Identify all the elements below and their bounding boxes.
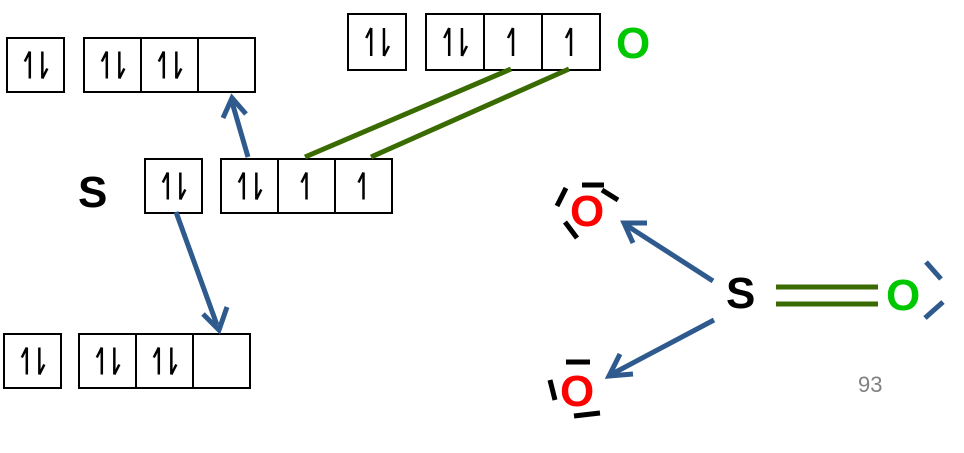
orbital-box-p [483, 13, 543, 71]
orbital-boxes-oxygen [347, 13, 601, 71]
promotion-arrow-down-head [201, 306, 230, 335]
orbital-box-p [140, 37, 199, 93]
orbital-box-s [347, 13, 407, 71]
orbital-boxes-lower-left [3, 333, 251, 389]
structure-oxygen-upper: O [570, 187, 605, 236]
orbital-box-p [277, 158, 336, 214]
orbital-box-p [541, 13, 601, 71]
structure-arrow-lower [610, 317, 716, 377]
orbital-box-p [197, 37, 256, 93]
orbital-box-s [6, 37, 65, 93]
lone-pairs-upper-oxygen [554, 182, 620, 240]
structure-sulfur: S [726, 269, 756, 318]
orbital-boxes-upper-left [6, 37, 256, 93]
orbital-box-s [144, 158, 203, 214]
lone-pairs-lower-oxygen [547, 359, 601, 419]
structure-oxygen-lower: O [560, 367, 595, 416]
orbital-box-p [220, 158, 279, 214]
bond-line-2 [369, 66, 571, 160]
sulfur-label: S [78, 168, 108, 217]
structure-arrow-upper-head [620, 220, 647, 245]
orbital-boxes-sulfur [144, 158, 393, 214]
structure-arrow-upper [624, 222, 715, 284]
structure-oxygen-right: O [886, 271, 921, 320]
orbital-box-p [78, 333, 137, 389]
structure-arrow-lower-head [604, 352, 634, 379]
orbital-box-p [135, 333, 194, 389]
lone-pairs-right-oxygen [923, 260, 945, 320]
orbital-box-p [334, 158, 393, 214]
orbital-box-p [425, 13, 485, 71]
orbital-box-p [192, 333, 251, 389]
page-number: 93 [858, 372, 883, 397]
orbital-box-s [3, 333, 62, 389]
oxygen-label-green: O [616, 19, 651, 68]
promotion-arrow-up [229, 101, 251, 158]
promotion-arrow-down [173, 211, 220, 326]
bond-line-1 [304, 66, 512, 160]
promotion-arrow-up-head [220, 93, 248, 120]
orbital-box-p [83, 37, 142, 93]
